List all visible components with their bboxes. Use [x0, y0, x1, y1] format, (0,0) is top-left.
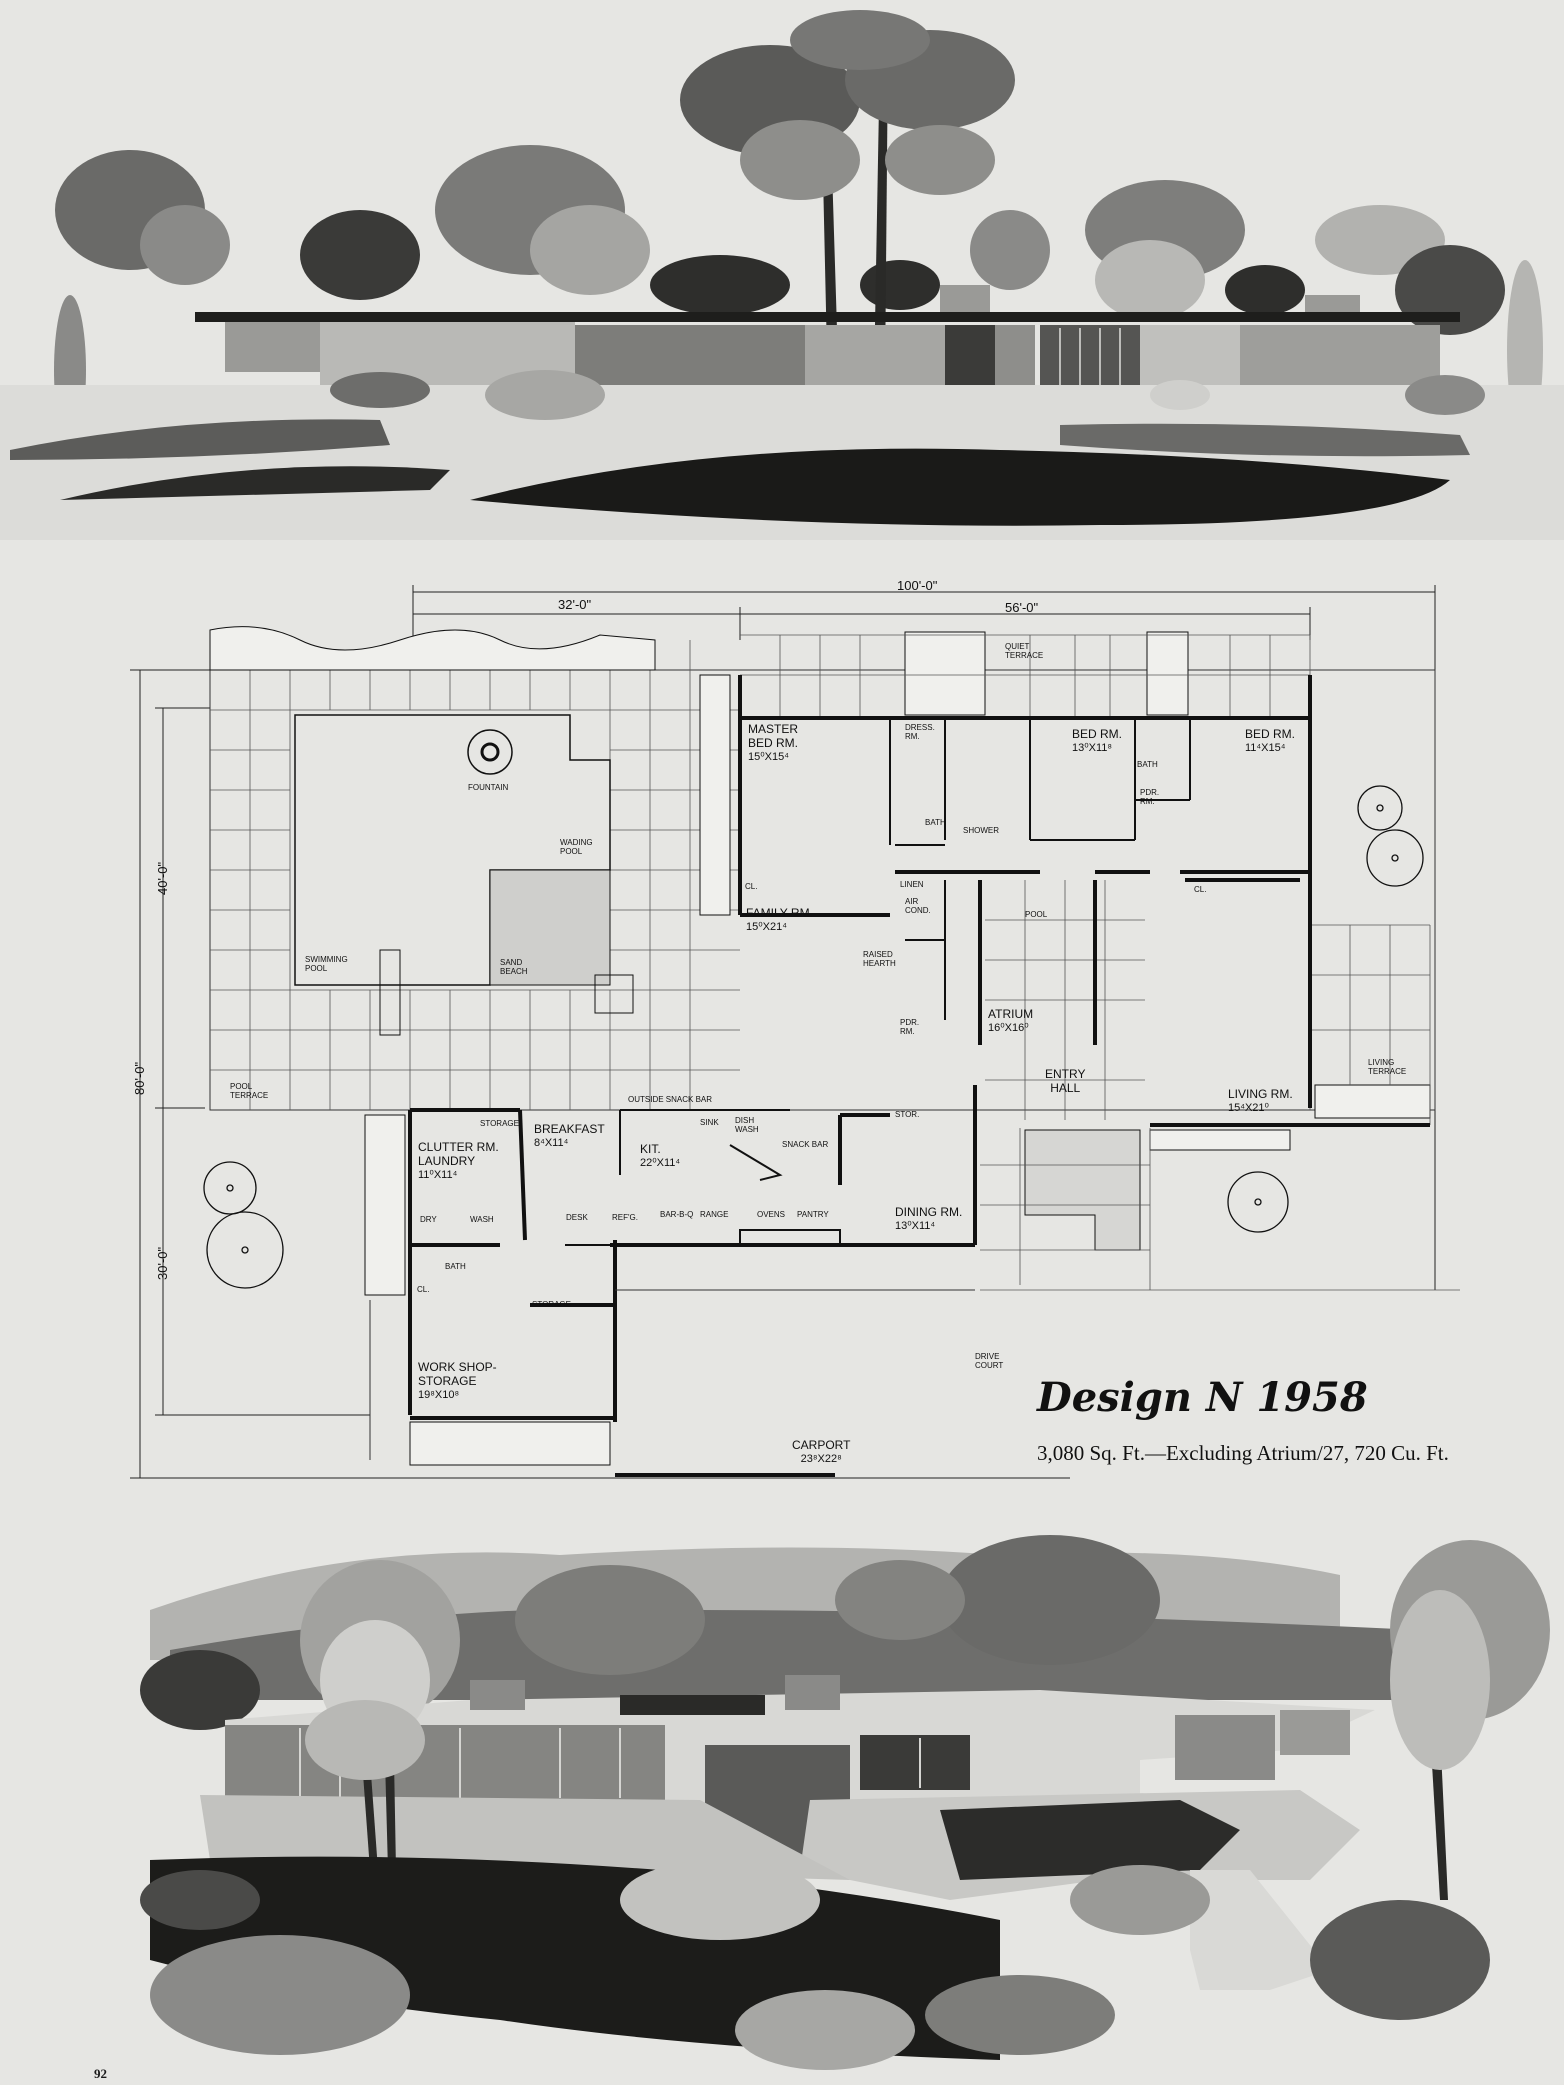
- room-dining: Dining Rm. 13⁰x11⁴: [895, 1205, 963, 1232]
- site-trees: [203, 785, 1424, 1289]
- label-air-cond: AirCond.: [905, 897, 931, 915]
- room-family: Family Rm. 15⁰x21⁴: [746, 906, 813, 933]
- design-stats: 3,080 Sq. Ft.—Excluding Atrium/27, 720 C…: [1037, 1441, 1449, 1465]
- label-snack-bar: Snack Bar: [782, 1140, 829, 1149]
- aerial-house: [225, 1675, 1375, 1855]
- label-fountain: Fountain: [468, 783, 509, 792]
- overall-depth-label: 80'-0": [132, 1061, 147, 1095]
- label-dry: Dry: [420, 1215, 437, 1224]
- landscape-foreground: [0, 370, 1564, 540]
- room-bed-2: Bed Rm. 11⁴x15⁴: [1245, 727, 1296, 754]
- label-desk: Desk: [566, 1213, 588, 1222]
- label-storage-bottom: Storage: [532, 1300, 571, 1309]
- room-living: Living Rm. 15⁴x21⁰: [1228, 1087, 1293, 1114]
- label-storage-top: Storage: [480, 1119, 519, 1128]
- room-breakfast: Breakfast 8⁴x11⁴: [534, 1122, 605, 1149]
- label-drive-court: DriveCourt: [975, 1352, 1004, 1370]
- lower-depth-label: 30'-0": [155, 1246, 170, 1280]
- right-width-label: 56'-0": [1005, 600, 1039, 615]
- label-wading-pool: WadingPool: [560, 838, 593, 856]
- left-width-label: 32'-0": [558, 597, 592, 612]
- design-title: Design N 1958: [1037, 1374, 1368, 1421]
- floor-plan: [130, 585, 1460, 1479]
- room-bed-1: Bed Rm. 13⁰x11⁸: [1072, 727, 1123, 754]
- label-ovens: Ovens: [757, 1210, 786, 1219]
- label-sink: Sink: [700, 1118, 719, 1127]
- pool-terrace-grid: [210, 640, 740, 1110]
- label-raised-hearth: RaisedHearth: [863, 950, 896, 968]
- aerial-background: [140, 1535, 1550, 1730]
- front-elevation-rendering: [0, 0, 1564, 540]
- room-master-bed: Master Bed Rm. 15⁰x15⁴: [748, 722, 799, 763]
- label-living-terrace: LivingTerrace: [1368, 1058, 1407, 1076]
- label-bar-b-q: Bar-B-Q: [660, 1210, 694, 1219]
- label-bath-master: Bath: [925, 818, 946, 827]
- label-refg: Ref'g.: [612, 1213, 638, 1222]
- overall-width-label: 100'-0": [897, 578, 938, 593]
- room-entry-hall: Entry Hall: [1045, 1067, 1086, 1095]
- label-cl: Cl.: [745, 882, 758, 891]
- label-cl: Cl.: [1194, 885, 1207, 894]
- label-pdr-rm-2: Pdr.Rm.: [1140, 788, 1160, 806]
- label-pdr-rm-1: Pdr.Rm.: [900, 1018, 920, 1036]
- background-trees: [55, 145, 1505, 335]
- tall-trees: [54, 10, 1543, 490]
- aerial-trees: [305, 1590, 1490, 1900]
- room-clutter-laundry: Clutter Rm. Laundry 11⁰x11⁴: [418, 1140, 499, 1181]
- label-sand-beach: SandBeach: [500, 958, 528, 976]
- label-shower: Shower: [963, 826, 999, 835]
- label-pool-small: Pool: [1025, 910, 1048, 919]
- upper-depth-label: 40'-0": [155, 861, 170, 895]
- label-pool-terrace: PoolTerrace: [230, 1082, 269, 1100]
- aerial-foreground: [140, 1856, 1490, 2070]
- label-linen: Linen: [900, 880, 924, 889]
- planter-icon: [594, 974, 634, 1014]
- aerial-pool-and-terrace: [200, 1790, 1360, 1990]
- label-cl: Cl.: [417, 1285, 430, 1294]
- room-kitchen: Kit. 22⁰x11⁴: [640, 1142, 681, 1169]
- label-wash: Wash: [470, 1215, 494, 1224]
- label-outside-snack-bar: Outside Snack Bar: [628, 1095, 713, 1104]
- label-quiet-terrace: QuietTerrace: [1005, 642, 1044, 660]
- label-dress-rm: Dress.Rm.: [905, 723, 935, 741]
- label-range: Range: [700, 1210, 729, 1219]
- label-swimming-pool: SwimmingPool: [305, 955, 348, 973]
- label-pantry: Pantry: [797, 1210, 829, 1219]
- label-dish-wash: DishWash: [735, 1116, 759, 1134]
- fountain-icon: [467, 729, 513, 775]
- label-bath-bed: Bath: [1137, 760, 1158, 769]
- room-atrium: Atrium 16⁰x16⁰: [988, 1007, 1034, 1034]
- house-walls: [408, 675, 1430, 1477]
- page-number: 92: [94, 2066, 107, 2081]
- room-carport: Carport 23⁸x22⁸: [792, 1438, 851, 1465]
- label-bath-laundry: Bath: [445, 1262, 466, 1271]
- label-stor: Stor.: [895, 1110, 920, 1119]
- room-workshop-storage: Work Shop- Storage 19⁸x10⁸: [418, 1360, 497, 1401]
